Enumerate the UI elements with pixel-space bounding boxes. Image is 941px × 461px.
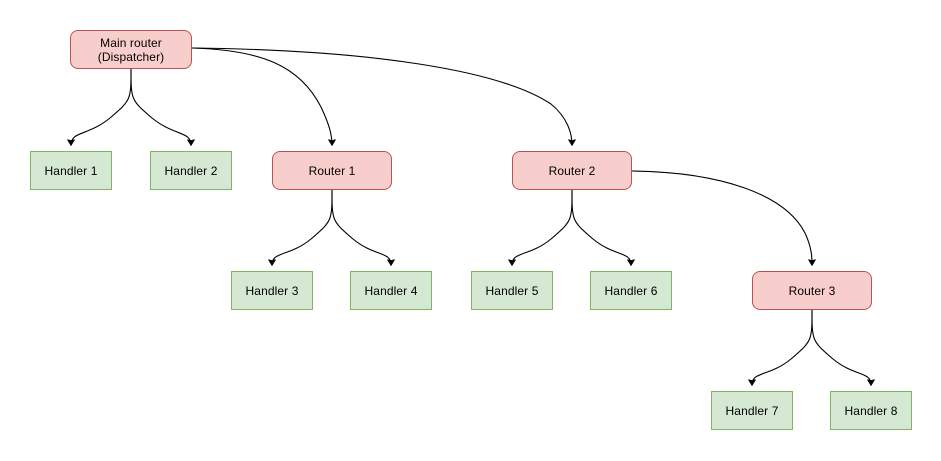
edge-router-3-to-handler-8 [811, 309, 871, 385]
node-label-router-3: Router 3 [788, 283, 836, 298]
edge-router-2-to-router-3 [631, 170, 812, 265]
node-label-handler-7: Handler 7 [725, 403, 779, 418]
node-label-handler-2: Handler 2 [164, 163, 218, 178]
edge-router-1-to-handler-3 [272, 189, 333, 265]
node-label-router-1: Router 1 [308, 163, 356, 178]
edge-main-to-router-1 [191, 47, 332, 145]
edge-router-1-to-handler-4 [331, 189, 391, 265]
node-main-router[interactable]: Main router (Dispatcher) [70, 30, 192, 69]
node-label-handler-8: Handler 8 [844, 403, 898, 418]
edge-main-to-handler-2 [130, 68, 191, 145]
edge-main-to-handler-1 [71, 68, 132, 145]
node-handler-5[interactable]: Handler 5 [471, 271, 553, 310]
node-router-1[interactable]: Router 1 [272, 151, 392, 190]
node-handler-8[interactable]: Handler 8 [830, 391, 912, 430]
edge-router-2-to-handler-6 [571, 189, 631, 265]
node-label-handler-4: Handler 4 [364, 283, 418, 298]
edges-group [71, 47, 871, 385]
node-label-handler-1: Handler 1 [44, 163, 98, 178]
node-handler-2[interactable]: Handler 2 [150, 151, 232, 190]
edge-router-2-to-handler-5 [512, 189, 573, 265]
node-handler-7[interactable]: Handler 7 [711, 391, 793, 430]
edge-router-3-to-handler-7 [752, 309, 813, 385]
node-router-2[interactable]: Router 2 [512, 151, 632, 190]
node-handler-6[interactable]: Handler 6 [590, 271, 672, 310]
node-label-handler-5: Handler 5 [485, 283, 539, 298]
node-handler-1[interactable]: Handler 1 [30, 151, 112, 190]
edge-main-to-router-2 [191, 47, 572, 145]
node-router-3[interactable]: Router 3 [752, 271, 872, 310]
node-label-main-router: Main router (Dispatcher) [97, 35, 165, 64]
node-label-handler-3: Handler 3 [245, 283, 299, 298]
node-label-handler-6: Handler 6 [604, 283, 658, 298]
node-label-router-2: Router 2 [548, 163, 596, 178]
node-handler-4[interactable]: Handler 4 [350, 271, 432, 310]
node-handler-3[interactable]: Handler 3 [231, 271, 313, 310]
